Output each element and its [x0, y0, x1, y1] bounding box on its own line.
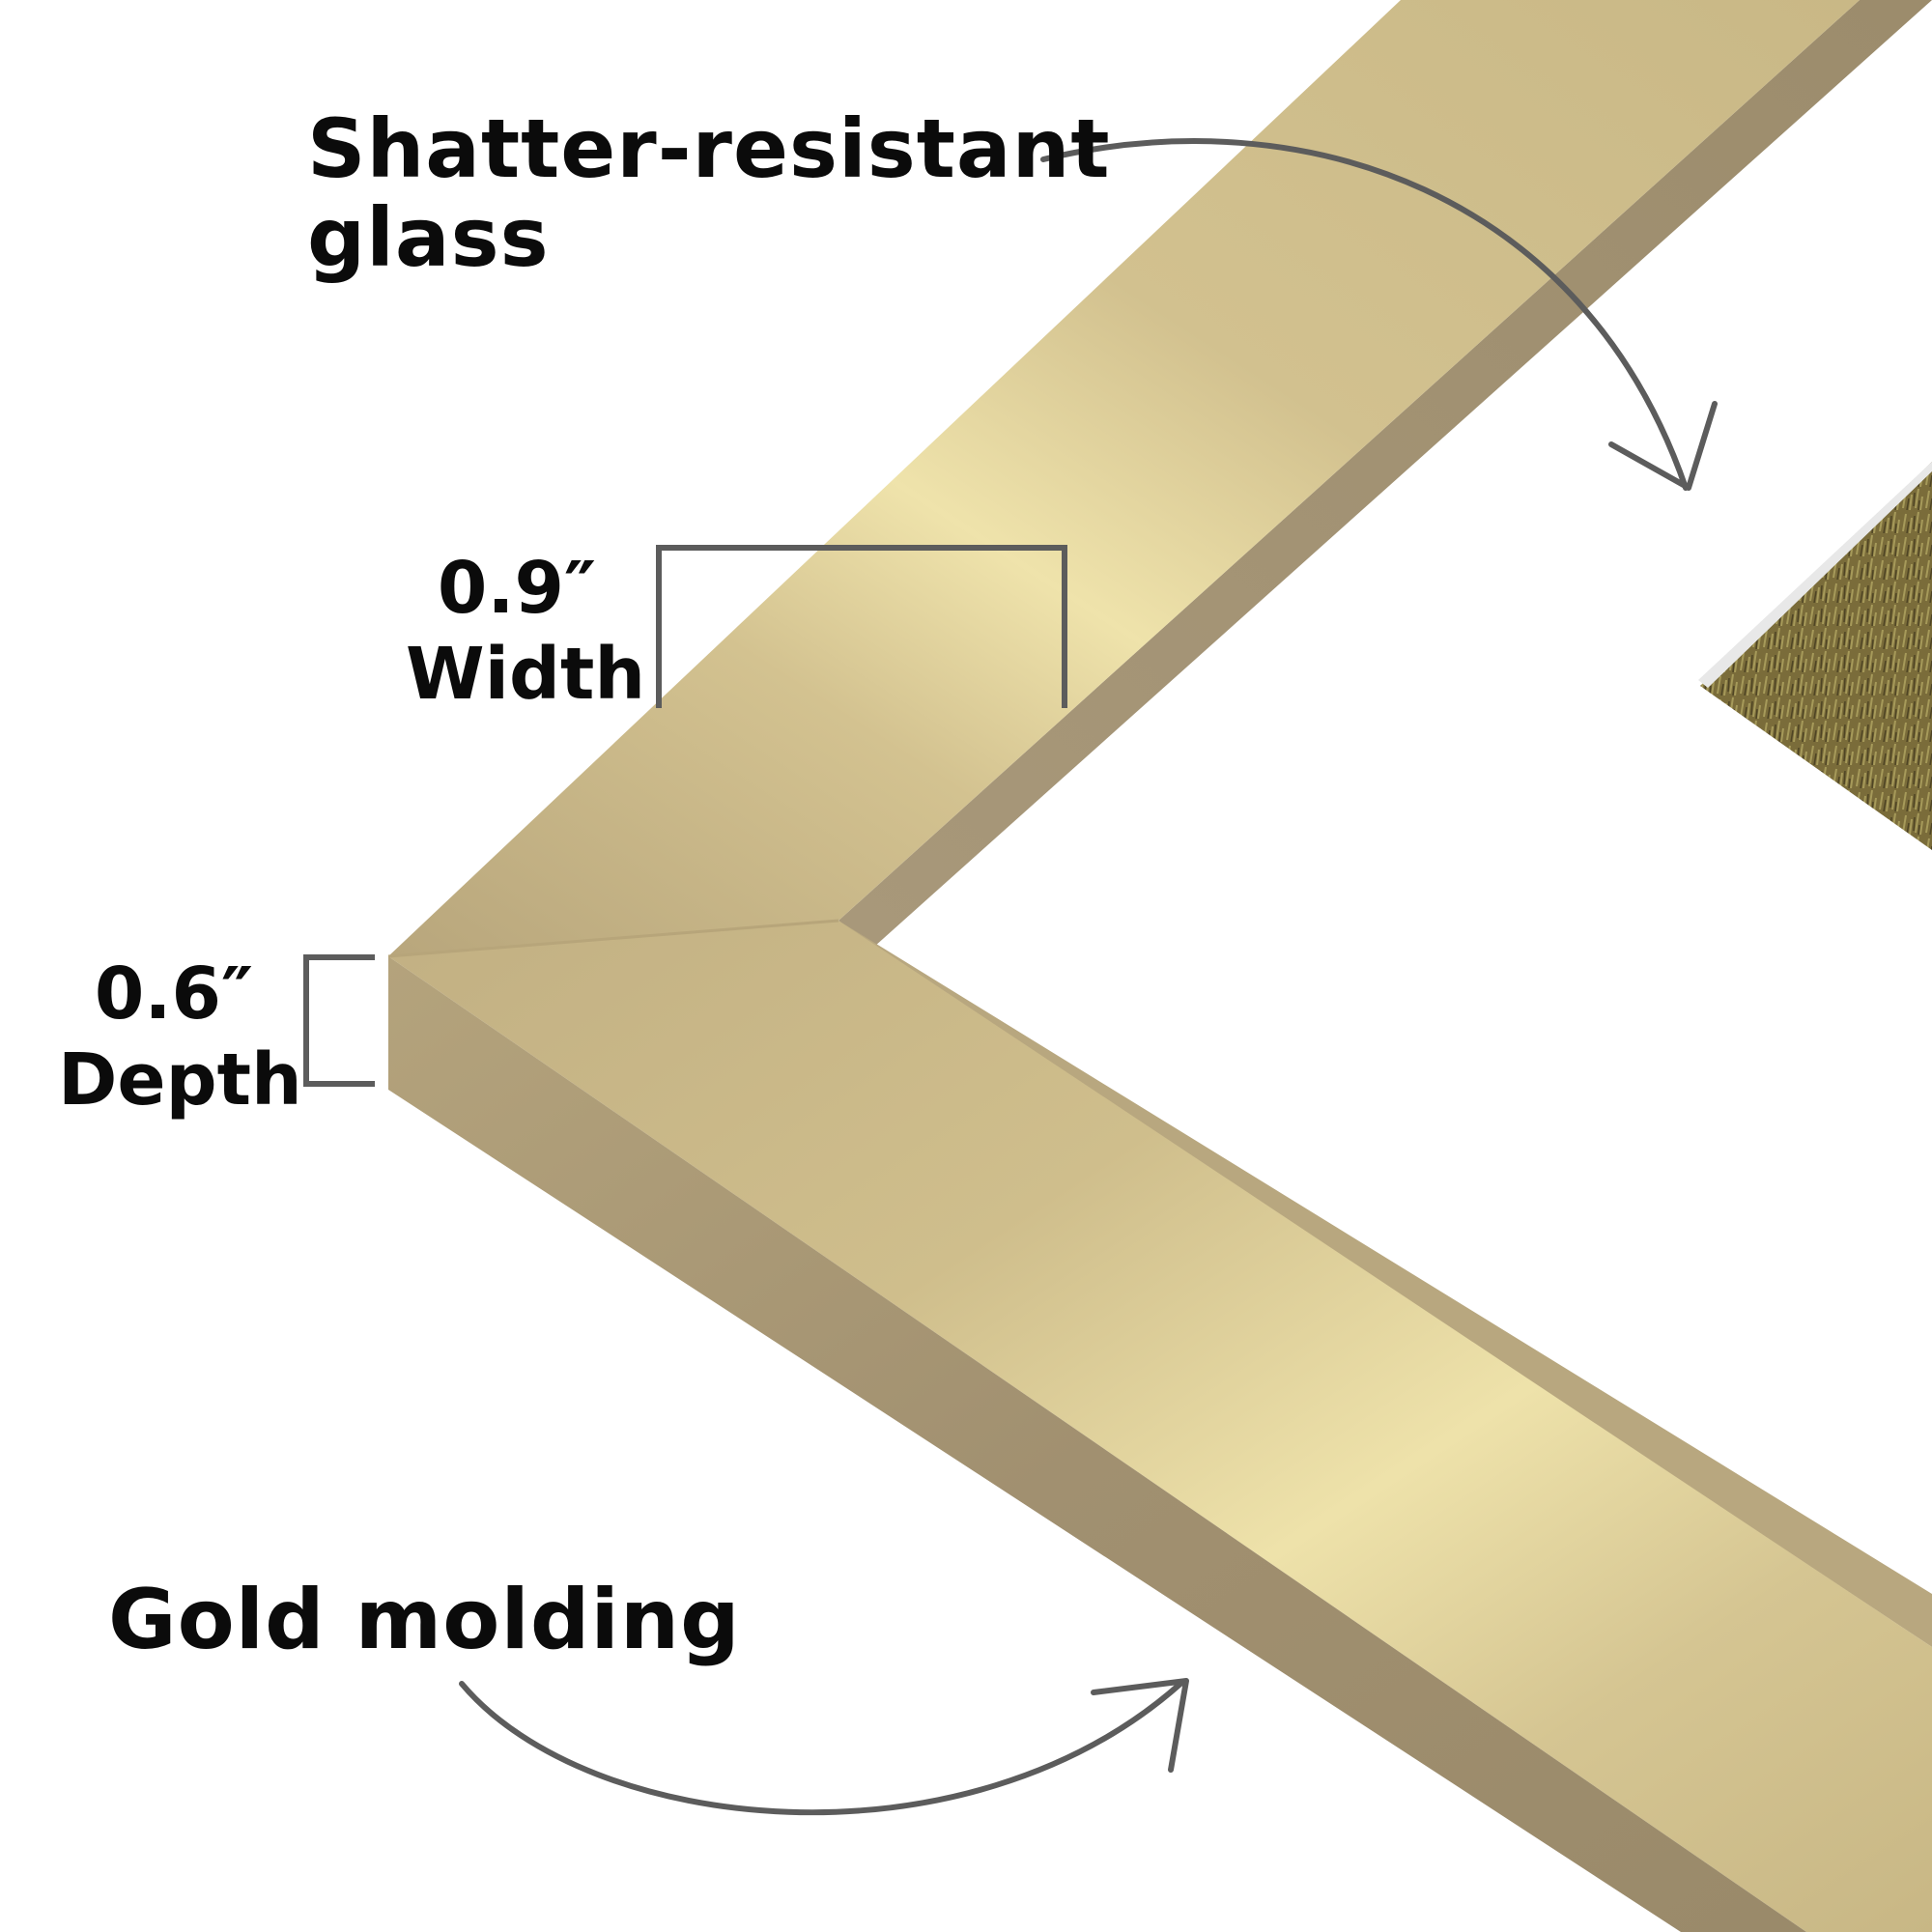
width-callout: 0.9″ Width: [406, 546, 646, 718]
frame-miter-seam: [387, 919, 839, 958]
width-value: 0.9″: [437, 547, 597, 630]
depth-callout: 0.6″ Depth: [58, 952, 302, 1123]
glass-callout-line1: Shatter-resistant: [307, 101, 1111, 196]
width-label: Width: [406, 632, 646, 716]
frame-inner-bevel-top: [838, 0, 1932, 947]
depth-value: 0.6″: [94, 952, 254, 1036]
width-bracket: [656, 545, 1067, 708]
photo-corner: [1697, 459, 1932, 850]
glass-callout: Shatter-resistant glass: [307, 104, 1111, 283]
depth-label: Depth: [58, 1037, 302, 1122]
depth-bracket: [303, 954, 375, 1087]
molding-arrow: [459, 1678, 1189, 1816]
glass-callout-line2: glass: [307, 190, 550, 286]
frame-outer-edge: [388, 956, 1806, 1932]
frame-lower-arm: [388, 921, 1932, 1932]
frame-upper-arm: [388, 0, 1860, 956]
molding-callout: Gold molding: [108, 1572, 741, 1668]
glass-arrow: [1040, 138, 1718, 491]
